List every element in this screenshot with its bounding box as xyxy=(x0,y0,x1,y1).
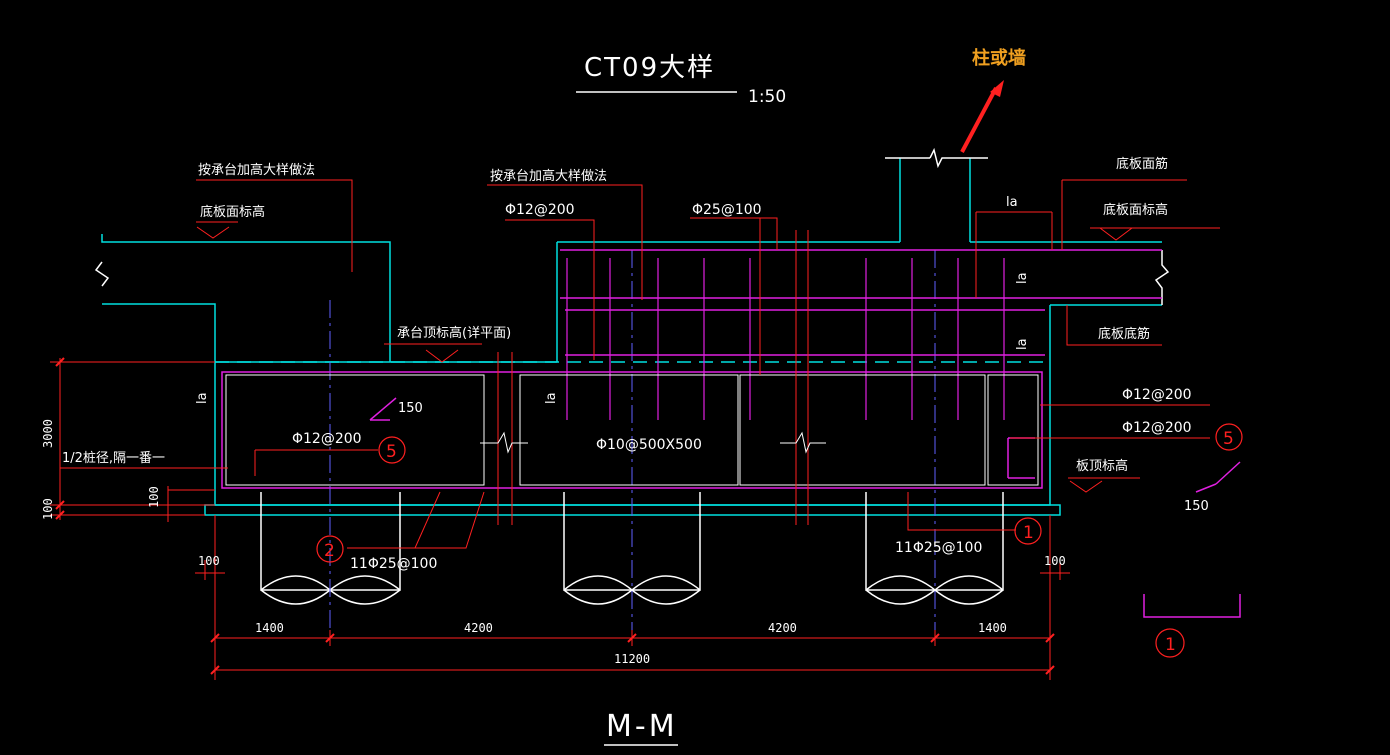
rebar-phi12-top: Φ12@200 xyxy=(505,202,575,218)
rebar-phi12-r2: Φ12@200 xyxy=(1122,420,1192,436)
dim-100-left-bottom: 100 xyxy=(198,554,220,568)
marker-1-cap: 1 xyxy=(1023,523,1034,543)
left-top-note: 按承台加高大样做法 xyxy=(198,162,315,178)
dim-4200-a: 4200 xyxy=(464,621,493,635)
hook-150-right: 150 xyxy=(1184,499,1209,514)
marker-5-left: 5 xyxy=(386,442,397,462)
mid-top-note: 按承台加高大样做法 xyxy=(490,168,607,184)
la-right-top: la xyxy=(1006,195,1018,210)
dim-100-right-bottom: 100 xyxy=(1044,554,1066,568)
right-floor-level: 底板面标高 xyxy=(1103,202,1168,218)
right-floor-top-rebar: 底板面筋 xyxy=(1116,156,1168,172)
rebar-phi12-r1: Φ12@200 xyxy=(1122,387,1192,403)
drawing-title: CT09大样 xyxy=(584,53,715,83)
dim-100-b: 100 xyxy=(41,498,55,520)
rebar-phi25-top: Φ25@100 xyxy=(692,202,762,218)
right-floor-bottom-rebar: 底板底筋 xyxy=(1098,326,1150,342)
dim-ticks xyxy=(55,357,1055,675)
hook-150-left: 150 xyxy=(398,401,423,416)
la-right-v1: la xyxy=(1015,272,1030,284)
rebar-phi10: Φ10@500X500 xyxy=(596,437,702,453)
pile-right xyxy=(865,492,1004,605)
la-left: la xyxy=(195,392,210,404)
dim-3000: 3000 xyxy=(41,419,55,448)
dim-4200-b: 4200 xyxy=(768,621,797,635)
marker-2: 2 xyxy=(324,541,335,561)
rebar-phi12-left: Φ12@200 xyxy=(292,431,362,447)
marker-5-right: 5 xyxy=(1223,429,1234,449)
detail-markers xyxy=(316,423,1243,658)
annotation-group: 按承台加高大样做法 底板面标高 按承台加高大样做法 底板面筋 底板面标高 底板底… xyxy=(62,156,1168,474)
dimension-labels: 3000 100 100 100 100 1400 4200 4200 1400… xyxy=(41,419,1066,666)
dim-1400-left: 1400 xyxy=(255,621,284,635)
rebar-verticals xyxy=(566,258,1005,420)
la-mid: la xyxy=(544,392,559,404)
break-marks xyxy=(480,431,826,454)
rebar-bottom-left: 11Φ25@100 xyxy=(350,556,437,572)
la-labels: la la la la la 150 150 xyxy=(195,195,1209,514)
dim-1400-right: 1400 xyxy=(978,621,1007,635)
pile-middle xyxy=(563,492,701,605)
dim-11200: 11200 xyxy=(614,652,650,666)
callout-arrow-icon xyxy=(960,80,1004,153)
marker-1-detail: 1 xyxy=(1165,635,1176,655)
pile-centerlines xyxy=(329,250,936,640)
cap-top-level: 承台顶标高(详平面) xyxy=(397,325,511,341)
callout-text: 柱或墙 xyxy=(972,47,1026,69)
slab-top-level: 板顶标高 xyxy=(1076,458,1128,474)
drawing-scale: 1:50 xyxy=(748,87,786,107)
rebar-labels: Φ12@200 Φ25@100 Φ12@200 Φ10@500X500 Φ12@… xyxy=(292,202,1192,572)
marker-labels: 5 5 2 1 1 xyxy=(324,429,1234,655)
section-label: M-M xyxy=(606,709,678,744)
dim-100-a: 100 xyxy=(147,486,161,508)
left-floor-level: 底板面标高 xyxy=(200,204,265,220)
la-right-v2: la xyxy=(1015,338,1030,350)
rebar-bottom-right: 11Φ25@100 xyxy=(895,540,982,556)
half-pile-note: 1/2桩径,隔一番一 xyxy=(62,451,165,466)
rebar-stirrups xyxy=(225,374,1039,486)
